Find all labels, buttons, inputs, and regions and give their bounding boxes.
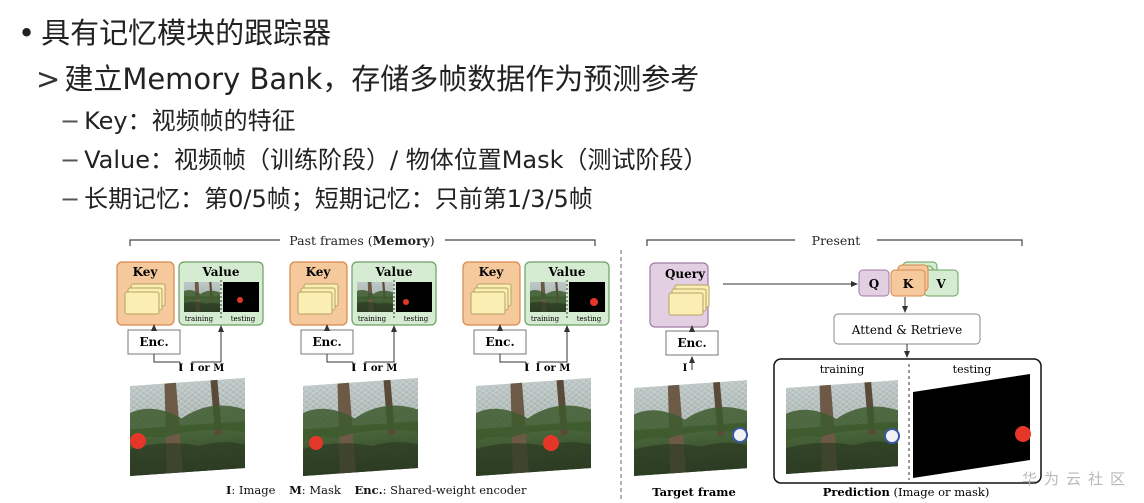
key-label: Key xyxy=(306,265,332,279)
value-training-label: training xyxy=(358,315,387,323)
legend-i-key: I xyxy=(226,483,231,497)
input-i-label: I xyxy=(352,363,357,374)
encoder-box xyxy=(300,329,354,355)
legend-i-val: : Image xyxy=(231,483,275,497)
value-training-label: training xyxy=(531,315,560,323)
list-item-text: Value：视频帧（训练阶段）/ 物体位置Mask（测试阶段） xyxy=(84,146,708,174)
list-item-memory: −长期记忆：第0/5帧；短期记忆：只前第1/3/5帧 xyxy=(60,179,593,214)
encoder-label: Enc. xyxy=(312,335,341,349)
encoder-label: Enc. xyxy=(139,335,168,349)
prediction-testing-label: testing xyxy=(953,363,992,376)
value-testing-label: testing xyxy=(231,315,256,323)
figure-legend: I: Image M: Mask Enc.: Shared-weight enc… xyxy=(226,483,989,499)
key-label: Key xyxy=(133,265,159,279)
list-item-text: Key：视频帧的特征 xyxy=(84,107,296,135)
past-frames-bold: Memory xyxy=(373,233,431,248)
present-header: Present xyxy=(646,233,1023,248)
watermark-text: 华为云社区 xyxy=(1022,470,1133,488)
heading-text: 具有记忆模块的跟踪器 xyxy=(41,16,332,50)
v-label: V xyxy=(935,277,946,291)
key-feature-icon xyxy=(470,283,512,315)
heading-line: •具有记忆模块的跟踪器 xyxy=(18,10,331,52)
value-label: Value xyxy=(202,265,240,279)
q-box xyxy=(858,269,890,297)
memory-image-3 xyxy=(476,377,591,476)
list-item-value: −Value：视频帧（训练阶段）/ 物体位置Mask（测试阶段） xyxy=(60,140,708,175)
prediction-caption-bold: Prediction xyxy=(823,485,891,499)
present-label: Present xyxy=(812,233,861,248)
input-i-label: I xyxy=(179,363,184,374)
legend-enc-val: : Shared-weight encoder xyxy=(383,483,527,497)
value-label: Value xyxy=(548,265,586,279)
list-item-key: −Key：视频帧的特征 xyxy=(60,101,296,136)
encoder-label: Enc. xyxy=(485,335,514,349)
key-label: Key xyxy=(479,265,505,279)
key-feature-icon xyxy=(297,283,339,315)
encoder-box xyxy=(665,330,719,356)
prediction-training-label: training xyxy=(820,363,864,376)
value-label: Value xyxy=(375,265,413,279)
legend-enc-key: Enc. xyxy=(355,483,383,497)
key-feature-icon xyxy=(124,283,166,315)
subheading-line: >建立Memory Bank，存储多帧数据作为预测参考 xyxy=(36,56,699,98)
k-label: K xyxy=(903,277,914,291)
query-feature-icon xyxy=(668,284,710,316)
dash-icon: − xyxy=(60,185,81,213)
query-label: Query xyxy=(665,267,706,281)
value-testing-label: testing xyxy=(404,315,429,323)
bullet-dot: • xyxy=(18,16,36,50)
past-frames-header: Past frames (Memory) xyxy=(129,233,596,248)
target-frame-image xyxy=(634,380,748,476)
legend-m-val: : Mask xyxy=(302,483,342,497)
memory-frame-1: Key Value training testing Enc. I I or M xyxy=(116,261,264,374)
attend-retrieve-label: Attend & Retrieve xyxy=(851,323,962,337)
svg-text:Past frames (Memory): Past frames (Memory) xyxy=(289,233,434,248)
memory-frame-3: Key Value training testing Enc. I I or M xyxy=(462,261,610,374)
target-frame-caption: Target frame xyxy=(652,485,736,499)
input-i-label: I xyxy=(525,363,530,374)
chevron-right-icon: > xyxy=(36,62,61,96)
input-i-or-m-label: I or M xyxy=(363,363,398,374)
encoder-label: Enc. xyxy=(677,336,706,350)
input-i-or-m-label: I or M xyxy=(536,363,571,374)
value-training-label: training xyxy=(185,315,214,323)
prediction-caption-rest: (Image or mask) xyxy=(890,485,989,499)
list-item-text: 长期记忆：第0/5帧；短期记忆：只前第1/3/5帧 xyxy=(84,185,593,213)
input-i-or-m-label: I or M xyxy=(190,363,225,374)
subheading-text: 建立Memory Bank，存储多帧数据作为预测参考 xyxy=(64,62,700,96)
query-branch: Query Enc. I V K Q Attend & Retrieve tra… xyxy=(649,261,1042,484)
memory-image-1 xyxy=(130,377,245,476)
svg-text:Prediction (Image or mask): Prediction (Image or mask) xyxy=(823,485,990,499)
dash-icon: − xyxy=(60,107,81,135)
svg-text:I: Image M: Mask E: I: Image M: Mask Enc.: Shared-weight enc… xyxy=(226,483,527,497)
legend-m-key: M xyxy=(289,483,302,497)
past-frames-label: Past frames ( xyxy=(289,233,372,248)
memory-frame-2: Key Value training testing Enc. I I or M xyxy=(289,261,437,374)
q-label: Q xyxy=(869,277,879,291)
encoder-box xyxy=(127,329,181,355)
memory-image-2 xyxy=(303,377,418,476)
k-box xyxy=(890,269,926,297)
value-testing-label: testing xyxy=(577,315,602,323)
dash-icon: − xyxy=(60,146,81,174)
input-i-label: I xyxy=(683,363,688,374)
